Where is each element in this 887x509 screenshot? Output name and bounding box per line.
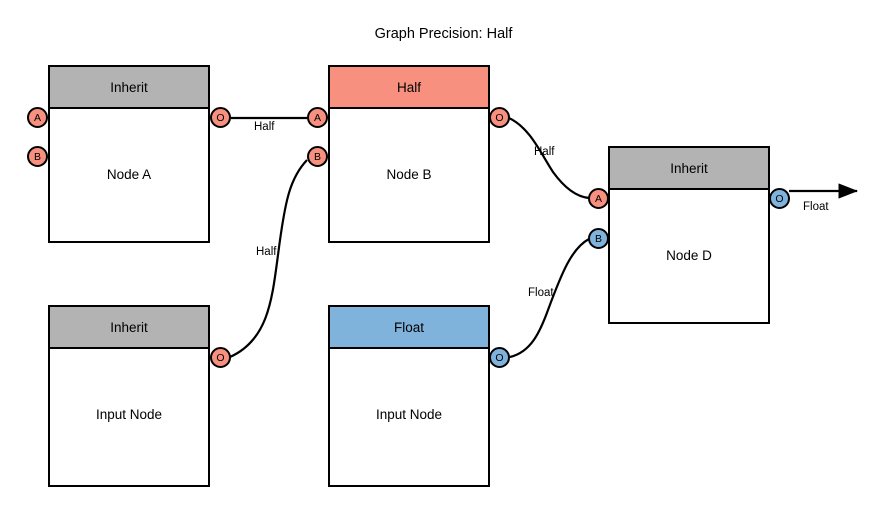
input-node-left-header-label: Inherit xyxy=(110,319,148,335)
port-node-a-A-label: A xyxy=(33,111,41,124)
node-d-header-label: Inherit xyxy=(670,160,708,176)
port-node-b-B[interactable]: B xyxy=(307,146,328,167)
input-node-middle-body: Input Node xyxy=(330,349,488,484)
port-node-d-B[interactable]: B xyxy=(588,228,609,249)
port-input-node-middle-O[interactable]: O xyxy=(489,347,510,368)
port-input-node-left-O-label: O xyxy=(216,351,225,364)
edge-path-b-to-d xyxy=(508,117,590,200)
node-a-label: Node A xyxy=(106,167,152,182)
port-node-b-B-label: B xyxy=(313,150,321,163)
input-node-middle-header: Float xyxy=(330,307,488,349)
edge-label-d-output: Float xyxy=(803,201,829,213)
port-node-a-B-label: B xyxy=(33,150,41,163)
port-node-d-B-label: B xyxy=(594,232,602,245)
node-d-body: Node D xyxy=(610,190,768,321)
port-node-a-O-label: O xyxy=(216,111,225,124)
input-node-middle-header-label: Float xyxy=(393,319,424,335)
node-input-node-middle[interactable]: Float Input Node xyxy=(328,305,490,487)
node-b-header: Half xyxy=(330,67,488,109)
node-b-label: Node B xyxy=(386,167,432,182)
edge-path-inputleft-to-b xyxy=(229,159,308,359)
input-node-middle-label: Input Node xyxy=(375,407,443,422)
node-input-node-left[interactable]: Inherit Input Node xyxy=(48,305,210,487)
page-title: Graph Precision: Half xyxy=(374,26,513,42)
port-node-a-B[interactable]: B xyxy=(27,146,48,167)
node-node-a[interactable]: Inherit Node A xyxy=(48,65,210,243)
port-node-d-A-label: A xyxy=(594,192,602,205)
port-node-d-O-label: O xyxy=(775,192,784,205)
port-input-node-middle-O-label: O xyxy=(495,351,504,364)
node-a-header: Inherit xyxy=(50,67,208,109)
input-node-left-label: Input Node xyxy=(95,407,163,422)
port-node-b-O[interactable]: O xyxy=(489,107,510,128)
edge-path-inputmiddle-to-d xyxy=(509,238,590,359)
edge-label-b-to-d: Half xyxy=(534,146,555,158)
edge-label-inputleft-to-b: Half xyxy=(256,246,277,258)
port-node-a-A[interactable]: A xyxy=(27,107,48,128)
node-a-header-label: Inherit xyxy=(110,79,148,95)
node-b-body: Node B xyxy=(330,109,488,240)
port-node-b-A-label: A xyxy=(313,111,321,124)
port-node-b-A[interactable]: A xyxy=(307,107,328,128)
port-node-b-O-label: O xyxy=(495,111,504,124)
node-node-d[interactable]: Inherit Node D xyxy=(608,146,770,324)
port-node-a-O[interactable]: O xyxy=(210,107,231,128)
node-d-header: Inherit xyxy=(610,148,768,190)
node-a-body: Node A xyxy=(50,109,208,240)
edge-label-inputmiddle-to-d: Float xyxy=(528,287,554,299)
port-input-node-left-O[interactable]: O xyxy=(210,347,231,368)
node-d-label: Node D xyxy=(666,248,712,263)
input-node-left-body: Input Node xyxy=(50,349,208,484)
node-b-header-label: Half xyxy=(396,79,421,95)
port-node-d-A[interactable]: A xyxy=(588,188,609,209)
edge-label-a-to-b: Half xyxy=(254,121,275,133)
node-node-b[interactable]: Half Node B xyxy=(328,65,490,243)
input-node-left-header: Inherit xyxy=(50,307,208,349)
port-node-d-O[interactable]: O xyxy=(769,188,790,209)
